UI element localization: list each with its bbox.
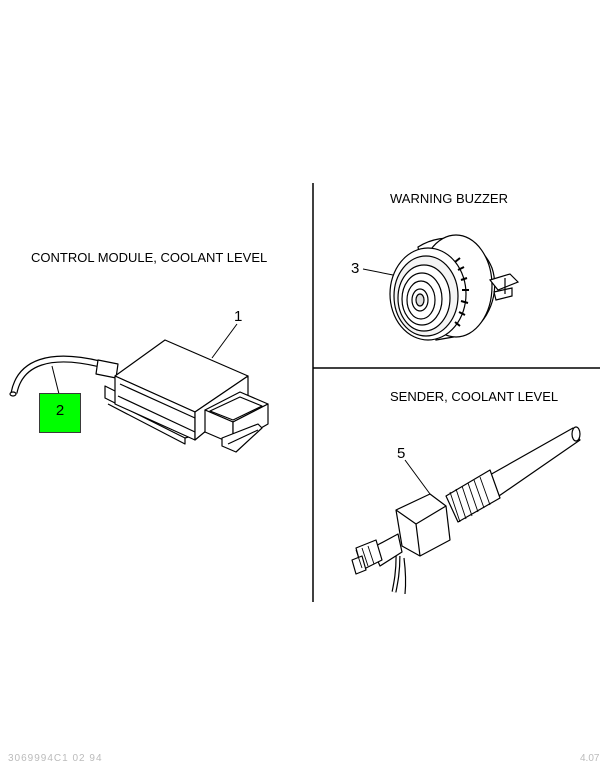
- footer-code: 3069994C1 02 94: [8, 753, 103, 764]
- warning-buzzer-label: WARNING BUZZER: [390, 191, 508, 206]
- sender-label: SENDER, COOLANT LEVEL: [390, 389, 559, 404]
- leader-line-2: [51, 365, 60, 395]
- leader-line-5: [404, 459, 431, 495]
- leader-line-1: [211, 323, 238, 359]
- coolant-sender-drawing: [351, 426, 581, 595]
- leader-line-3: [362, 268, 394, 276]
- callout-5[interactable]: 5: [397, 445, 406, 462]
- callout-2-hotspot[interactable]: 2: [39, 393, 81, 433]
- callout-2[interactable]: 2: [55, 402, 65, 419]
- warning-buzzer-drawing: [389, 234, 520, 341]
- control-module-drawing: [9, 339, 269, 453]
- footer-page: 4.07: [580, 753, 600, 764]
- callout-1[interactable]: 1: [234, 308, 243, 325]
- control-module-label: CONTROL MODULE, COOLANT LEVEL: [31, 250, 268, 265]
- callout-3[interactable]: 3: [351, 260, 360, 277]
